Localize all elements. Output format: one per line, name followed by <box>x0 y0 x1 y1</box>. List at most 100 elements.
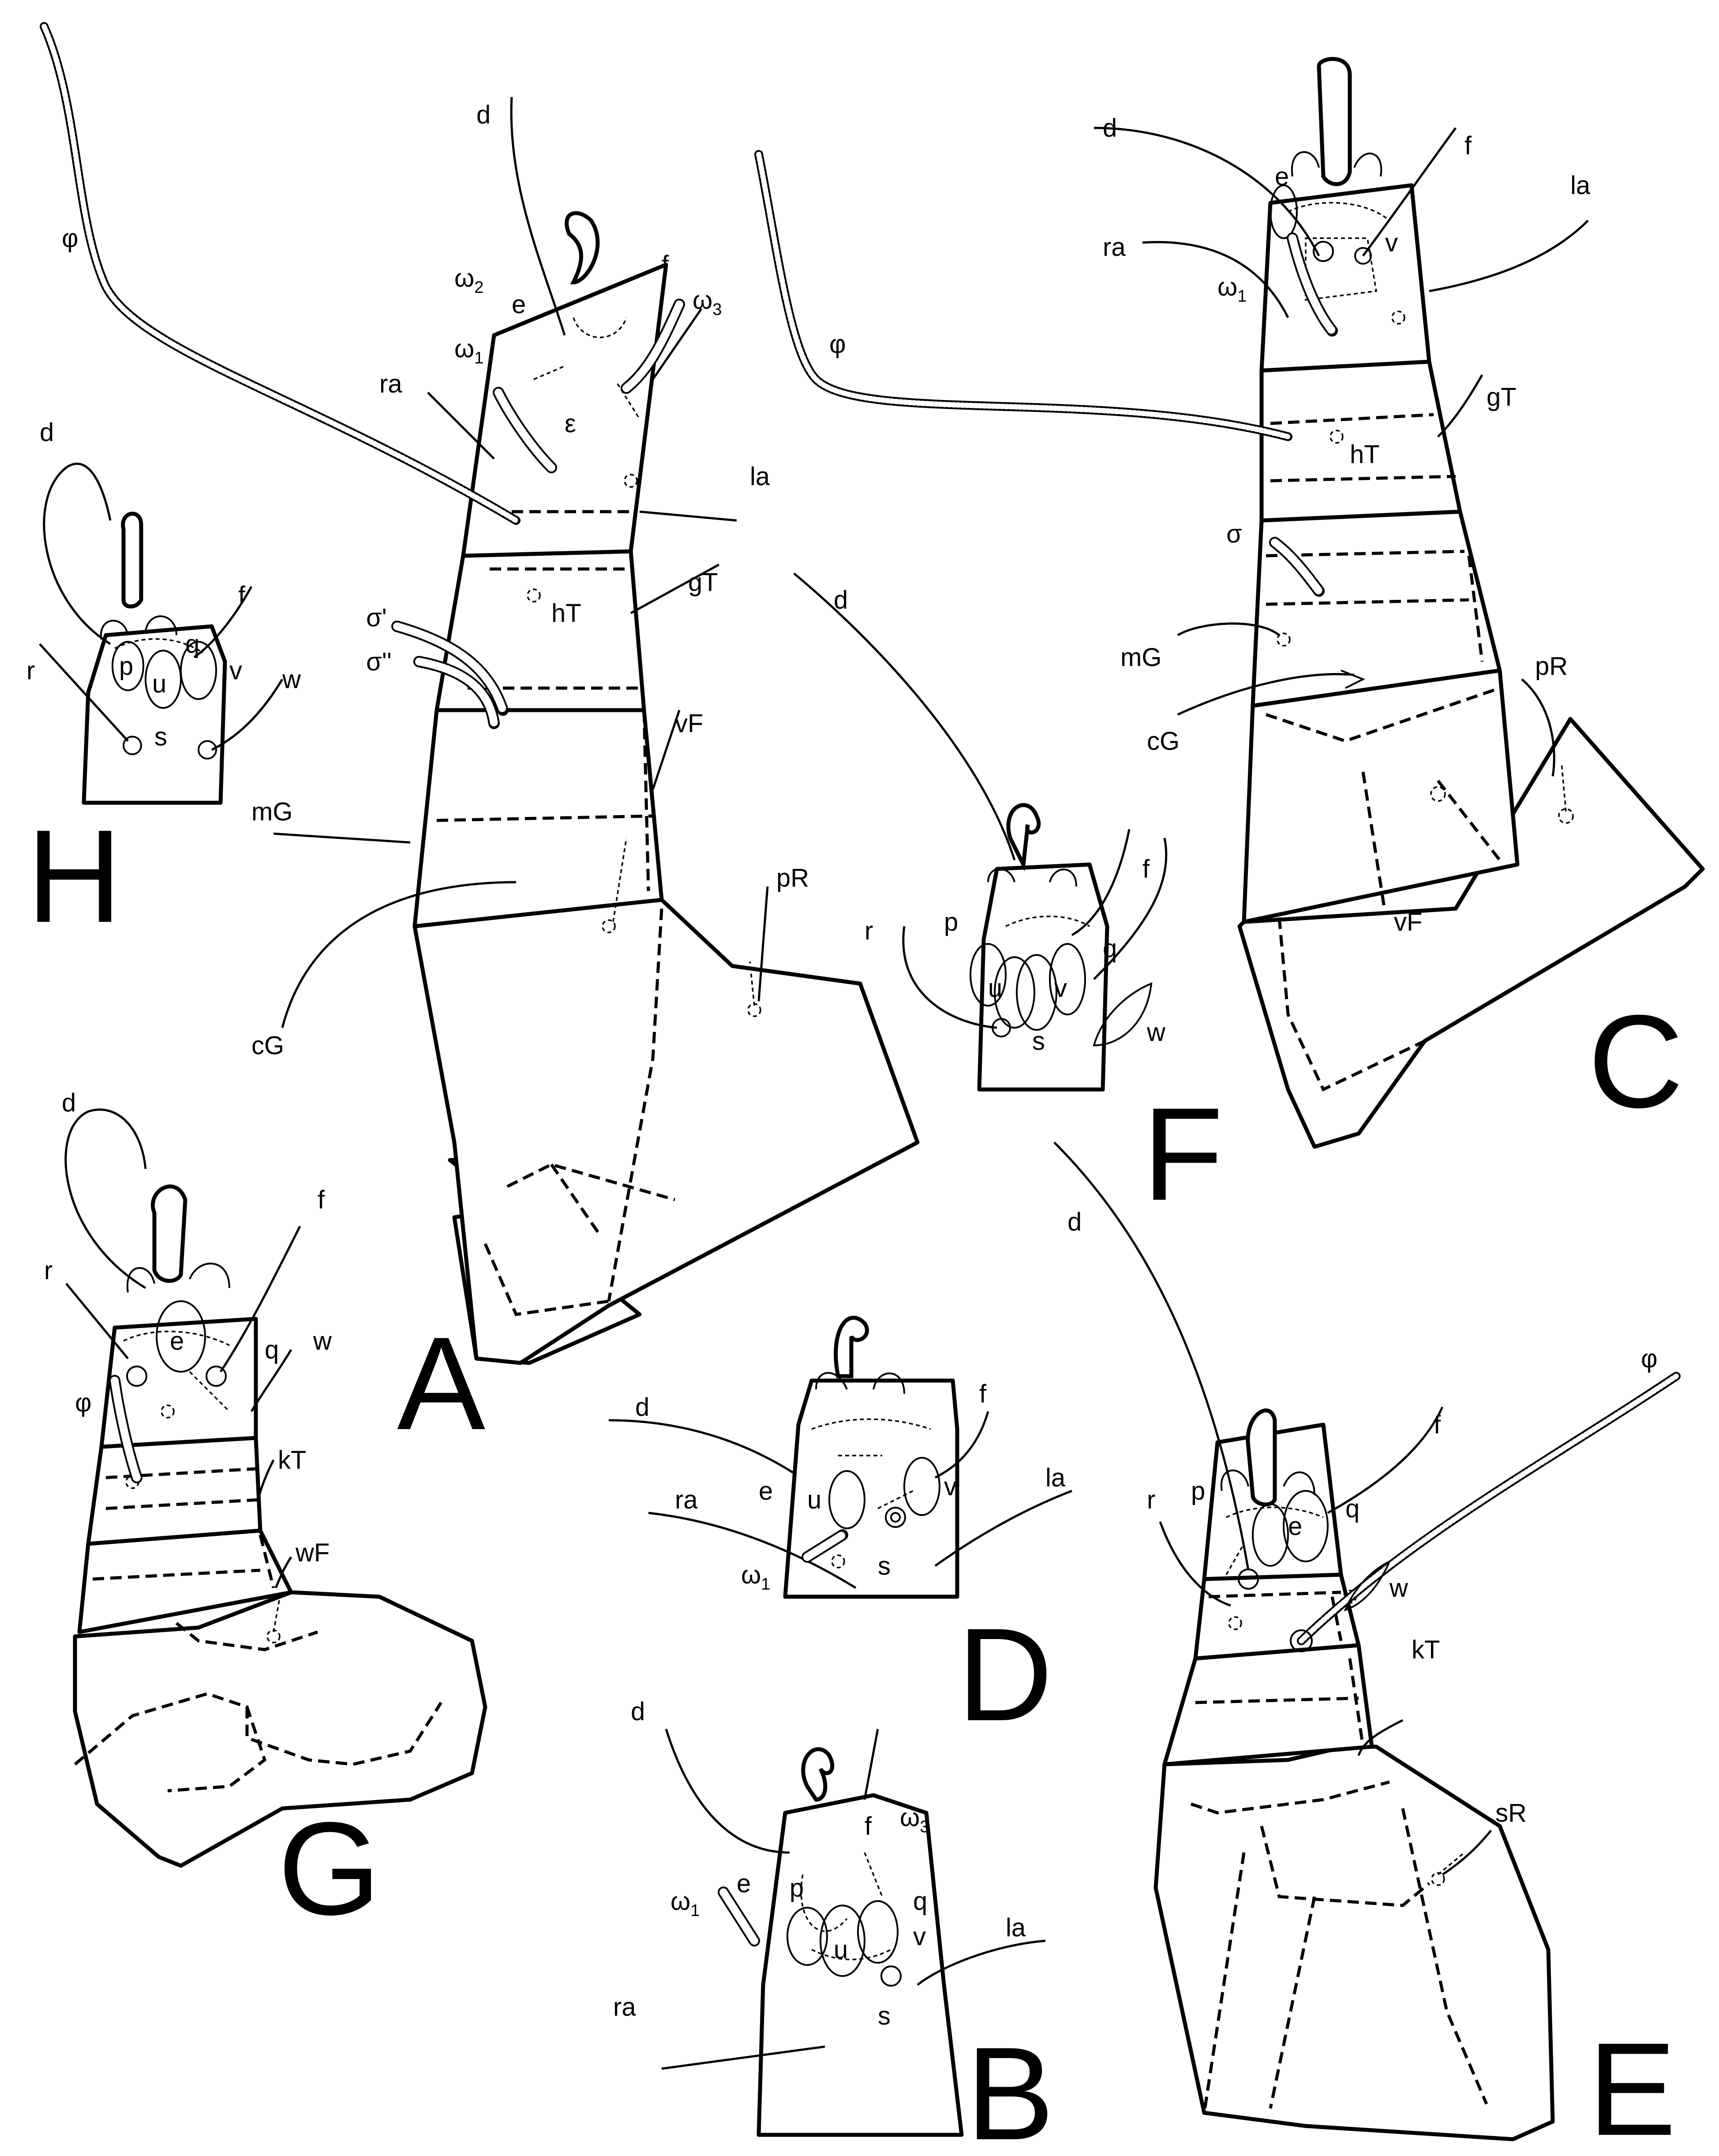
panel-b-label-omega3: ω3 <box>900 1803 929 1836</box>
panel-c-label-gT: gT <box>1487 383 1517 412</box>
panel-e: d φ f r p q e w kT sR E <box>1053 1142 1681 2156</box>
panel-a-label-la: la <box>750 462 770 491</box>
panel-e-femur <box>1162 1643 1374 1767</box>
panel-b-label-ra: ra <box>613 1993 636 2021</box>
panel-b-label-p: p <box>790 1874 804 1902</box>
panel-c-label-la: la <box>1570 171 1591 200</box>
panel-a-genu <box>412 708 664 928</box>
panel-h-label-d: d <box>40 418 54 447</box>
panel-e-label-d: d <box>1067 1208 1082 1236</box>
panel-e-label-e: e <box>1288 1512 1302 1541</box>
panel-c-label-e: e <box>1275 162 1289 191</box>
panel-h-letter: H <box>26 802 122 950</box>
panel-g-label-wF: wF <box>295 1538 330 1567</box>
panel-g-claw <box>150 1184 187 1283</box>
panel-e-label-r: r <box>1147 1486 1155 1514</box>
panel-f-label-p: p <box>944 908 958 936</box>
panel-c-label-sigma: σ <box>1226 520 1242 548</box>
panel-h-label-s: s <box>154 722 167 751</box>
panel-e-claw <box>1246 1408 1277 1507</box>
panel-f-label-u: u <box>988 974 1002 1003</box>
panel-d-label-ra: ra <box>675 1486 698 1514</box>
panel-g-label-kT: kT <box>278 1446 306 1475</box>
panel-h-label-f: f <box>238 581 246 610</box>
panel-g-label-phi: φ <box>75 1389 92 1417</box>
panel-a-label-omega3: ω3 <box>693 286 722 319</box>
panel-h-label-w: w <box>282 665 301 694</box>
panel-d-label-s: s <box>878 1552 891 1580</box>
panel-a-tarsus <box>461 262 668 558</box>
panel-g-genu <box>86 1436 262 1546</box>
panel-e-trochanter <box>1153 1744 1555 2141</box>
panel-b-label-f: f <box>865 1812 872 1841</box>
panel-g-label-e: e <box>170 1327 184 1355</box>
panel-d-label-omega1: ω1 <box>741 1561 770 1594</box>
panel-c-label-cG: cG <box>1147 727 1180 756</box>
panel-a-label-e: e <box>512 290 526 319</box>
panel-a-label-ra: ra <box>379 370 402 398</box>
panel-c-label-vF: vF <box>1394 908 1422 936</box>
panel-b-label-d: d <box>631 1697 645 1726</box>
panel-f-label-v: v <box>1054 974 1067 1003</box>
panel-b-label-omega1: ω1 <box>670 1887 700 1920</box>
panel-h-label-r: r <box>26 656 35 685</box>
panel-a-trochanter <box>412 898 920 1365</box>
panel-a-claw <box>565 211 600 284</box>
panel-g: d f r e q w φ kT wF G <box>44 1089 487 1943</box>
panel-f-label-q: q <box>1103 934 1117 963</box>
panel-d-label-u: u <box>807 1486 821 1514</box>
panel-c: d e f ra v la ω1 φ gT hT σ mG pR cG vF C <box>754 57 1705 1149</box>
panel-f-label-f: f <box>1142 855 1150 883</box>
panel-d-letter: D <box>957 1600 1053 1748</box>
panel-c-label-f: f <box>1464 131 1472 160</box>
panel-b-label-q: q <box>913 1887 927 1916</box>
panel-f-label-w: w <box>1146 1018 1166 1047</box>
panel-d-label-e: e <box>759 1477 773 1505</box>
panel-h: d f q r p u v w s H <box>26 418 301 950</box>
panel-e-label-sR: sR <box>1495 1799 1527 1827</box>
panel-g-label-d: d <box>62 1089 76 1117</box>
panel-f: d f r p q u v w s F <box>793 573 1223 1228</box>
panel-b-label-u: u <box>834 1935 848 1964</box>
panel-a-label-omega2: ω2 <box>454 264 483 297</box>
panel-a-label-omega1: ω1 <box>454 334 483 367</box>
panel-c-genu <box>1251 509 1502 708</box>
panel-b-label-e: e <box>737 1869 751 1898</box>
panel-a-label-gT: gT <box>688 568 718 597</box>
panel-e-label-kT: kT <box>1412 1636 1440 1664</box>
panel-b-letter: B <box>966 2019 1054 2156</box>
panel-g-trochanter <box>73 1590 487 1868</box>
panel-b: d f ω3 e p q ω1 u v la ra s B <box>613 1697 1054 2156</box>
panel-c-tarsus <box>1259 183 1431 373</box>
panel-c-label-omega1: ω1 <box>1217 273 1247 306</box>
panel-e-label-p: p <box>1191 1477 1205 1505</box>
panel-b-label-s: s <box>878 2002 891 2030</box>
panel-d-label-v: v <box>944 1472 957 1501</box>
panel-b-label-la: la <box>1006 1913 1026 1942</box>
panel-c-label-v: v <box>1385 228 1398 257</box>
panel-c-label-hT: hT <box>1350 440 1380 469</box>
panel-d-label-f: f <box>979 1380 987 1408</box>
panel-e-letter: E <box>1588 2015 1676 2156</box>
panel-c-letter: C <box>1588 987 1684 1135</box>
panel-a-label-f: f <box>662 251 669 279</box>
panel-f-label-s: s <box>1032 1027 1045 1056</box>
panel-a: d φ ω2 e f ω3 ra ω1 ε la hT gT σ' σ'' vF… <box>40 22 920 1457</box>
panel-f-letter: F <box>1142 1080 1223 1228</box>
panel-c-label-pR: pR <box>1535 652 1568 681</box>
panel-a-label-mG: mG <box>251 797 292 826</box>
panel-g-letter: G <box>278 1794 381 1943</box>
panel-d-label-d: d <box>635 1393 649 1422</box>
panel-c-label-d: d <box>1103 114 1117 142</box>
panel-h-label-u: u <box>152 670 166 698</box>
panel-a-label-pR: pR <box>776 864 809 892</box>
panel-b-label-v: v <box>913 1922 926 1951</box>
panel-a-label-hT: hT <box>551 599 581 628</box>
panel-g-tarsus <box>99 1317 258 1449</box>
panel-c-label-ra: ra <box>1103 233 1126 262</box>
panel-d: d f ra e u v la ω1 s D <box>608 1316 1072 1748</box>
panel-h-tarsus <box>82 624 227 805</box>
panel-c-label-phi: φ <box>829 330 846 359</box>
panel-a-label-sigma2: σ'' <box>366 648 392 676</box>
